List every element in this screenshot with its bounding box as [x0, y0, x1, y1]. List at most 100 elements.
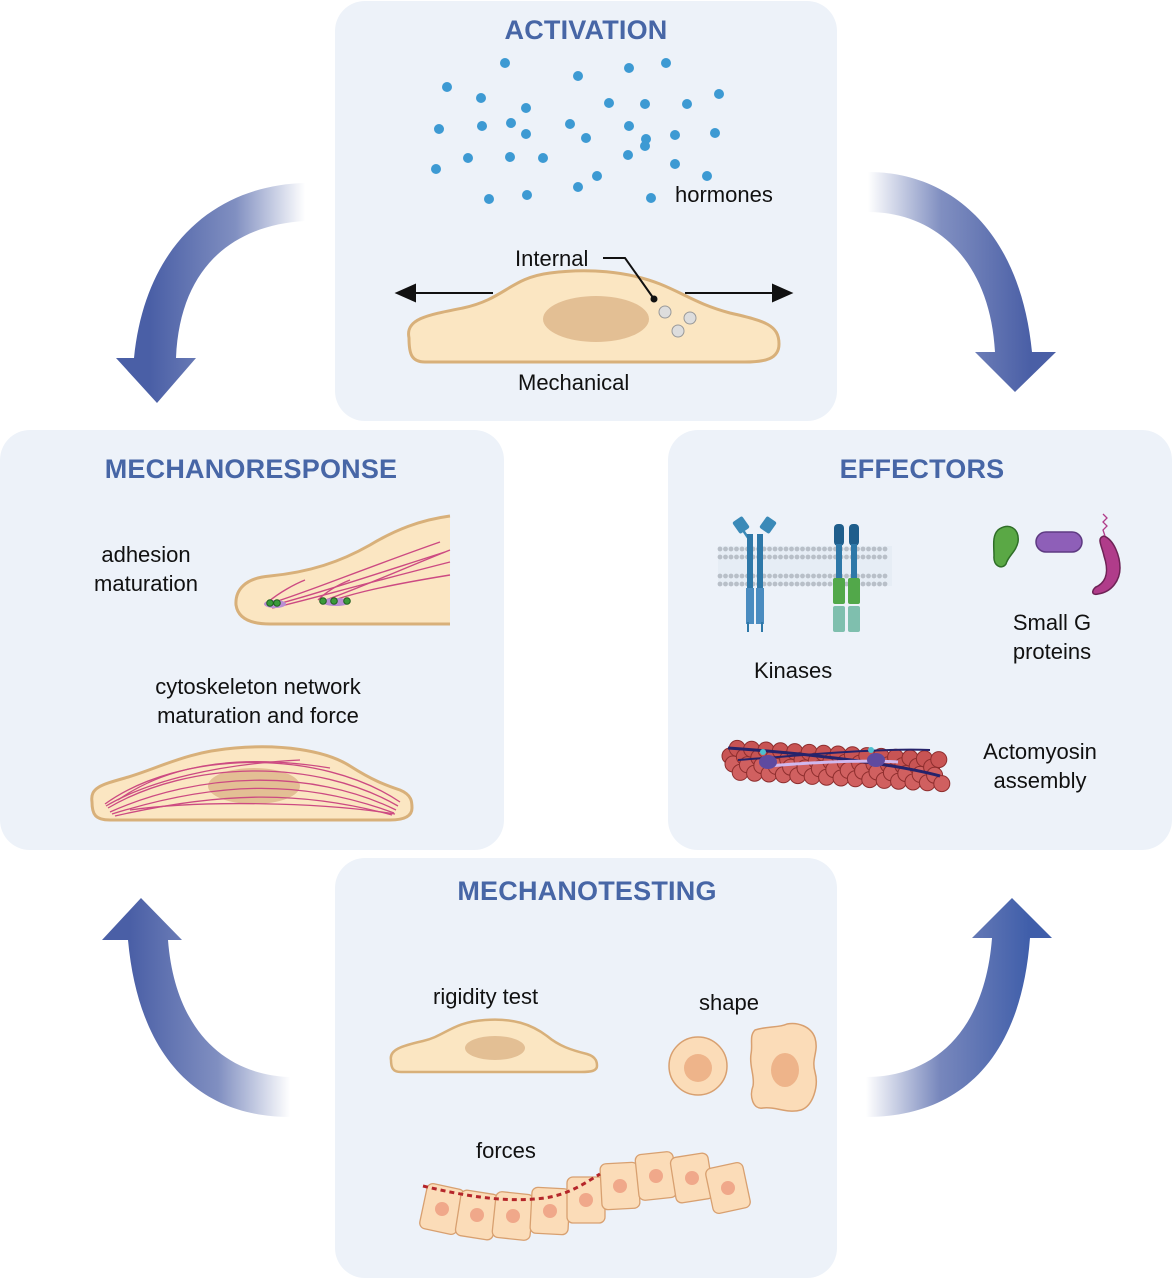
cytoskeleton-label-line2: maturation and force [157, 703, 359, 728]
lipid-head [860, 581, 866, 587]
adhesion-label-line2: maturation [94, 571, 198, 596]
hormone-dot-icon [573, 71, 583, 81]
lipid-head [800, 554, 805, 560]
lipid-head [827, 573, 833, 579]
cycle-arrow-icon [102, 898, 290, 1117]
activation-panel: ACTIVATION hormones Internal Mechanical [335, 1, 837, 421]
hormone-dot-icon [522, 190, 532, 200]
adhesion-protein-icon [266, 597, 351, 607]
lipid-head [860, 554, 866, 560]
actomyosin-filament-icon [721, 739, 951, 793]
mechanical-label: Mechanical [518, 370, 630, 395]
lipid-head [794, 546, 800, 552]
mechanoresponse-panel: MECHANORESPONSE [0, 430, 504, 850]
adhesion-label-line1: adhesion [101, 542, 191, 567]
hormone-dot-icon [476, 93, 486, 103]
lipid-head [717, 581, 723, 587]
actomyosin-label: Actomyosin assembly [968, 737, 1112, 795]
hormone-dot-icon [670, 130, 680, 140]
adhesion-label: adhesion maturation [80, 540, 212, 598]
hormone-dot-icon [640, 99, 650, 109]
lipid-head [728, 581, 734, 587]
mechanotesting-illustration [389, 1018, 817, 1241]
lipid-head [778, 554, 783, 560]
lipid-head [728, 554, 734, 560]
lipid-head [882, 581, 888, 587]
lipid-head [723, 546, 728, 552]
effectors-illustration [717, 513, 1121, 793]
lipid-head [723, 554, 728, 560]
lipid-head [877, 554, 882, 560]
panel-title: MECHANOTESTING [457, 876, 717, 906]
hormone-dot-icon [538, 153, 548, 163]
lipid-head [723, 581, 728, 587]
lipid-head [772, 546, 778, 552]
nucleus-icon [465, 1036, 525, 1060]
lipid-head [739, 573, 745, 579]
lipid-head [728, 573, 734, 579]
lipid-head [871, 573, 877, 579]
effectors-panel: EFFECTORS [668, 430, 1172, 850]
hormone-dot-icon [670, 159, 680, 169]
lipid-head [844, 546, 849, 552]
lipid-head [739, 554, 745, 560]
lipid-head [794, 573, 800, 579]
mechanotesting-panel: MECHANOTESTING rigidity test shape force… [335, 858, 837, 1278]
lipid-head [772, 573, 778, 579]
lipid-head [734, 546, 739, 552]
internal-granule-icon [671, 324, 685, 338]
lipid-head [816, 554, 822, 560]
hormone-dot-icon [710, 128, 720, 138]
receptor-kinase-icon [732, 516, 777, 632]
lipid-head [805, 573, 811, 579]
lipid-head [783, 546, 789, 552]
internal-granule-icon [683, 311, 697, 325]
lipid-head [827, 554, 833, 560]
kinases-label: Kinases [754, 658, 833, 683]
lipid-head [871, 581, 877, 587]
lipid-head [822, 581, 827, 587]
cytoskeleton-label-line1: cytoskeleton network [155, 674, 361, 699]
lipid-head [877, 581, 882, 587]
hormone-dot-icon [434, 124, 444, 134]
membrane-dots [717, 546, 888, 587]
hormone-dot-icon [463, 153, 473, 163]
lipid-head [860, 546, 866, 552]
lipid-head [866, 581, 871, 587]
lipid-head [767, 581, 772, 587]
lipid-head [772, 581, 778, 587]
lipid-head [789, 573, 794, 579]
nucleus-icon [543, 296, 649, 342]
lipid-head [723, 573, 728, 579]
lipid-head [767, 554, 772, 560]
epithelial-cell [634, 1151, 678, 1201]
lipid-head [772, 554, 778, 560]
lipid-head [882, 573, 888, 579]
lipid-head [844, 581, 849, 587]
membrane-icon [717, 546, 892, 587]
small-g-protein-icon [992, 525, 1019, 568]
cytoskeleton-label: cytoskeleton network maturation and forc… [118, 672, 398, 730]
lipid-head [811, 546, 816, 552]
lipid-head [822, 573, 827, 579]
actomyosin-label-line2: assembly [993, 768, 1087, 793]
internal-granule-icon [658, 305, 672, 319]
lipid-head [800, 573, 805, 579]
activation-illustration [394, 58, 794, 364]
lipid-head [866, 554, 871, 560]
hormone-dot-icon [581, 133, 591, 143]
stretch-arrows-icon [394, 283, 794, 303]
hormone-dot-icon [431, 164, 441, 174]
cycle-arrow-icon [866, 898, 1052, 1117]
lipid-head [789, 546, 794, 552]
epithelial-cell [419, 1183, 465, 1235]
hormone-dot-icon [484, 194, 494, 204]
small-g-label: Small G proteins [994, 608, 1110, 666]
actomyosin-label-line1: Actomyosin [983, 739, 1097, 764]
lipid-head [860, 573, 866, 579]
hormone-dot-icon [624, 63, 634, 73]
lipid-head [734, 554, 739, 560]
small-g-protein-icon [1035, 531, 1083, 553]
lipid-head [871, 554, 877, 560]
